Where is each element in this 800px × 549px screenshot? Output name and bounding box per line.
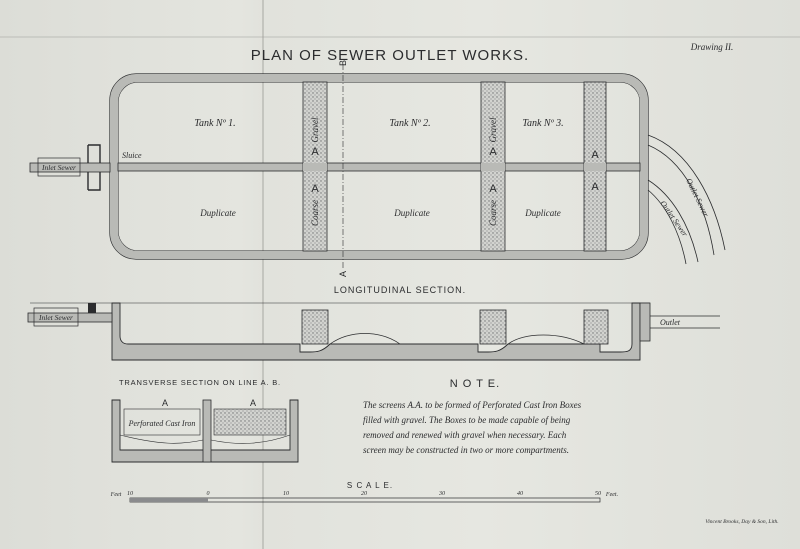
long-section-screen-3 [583,309,609,345]
section-mark-b: B [338,60,348,66]
section-mark-a: A [338,271,348,277]
screen-mark-a-4: A [489,183,497,195]
tank-floor-section [111,302,641,361]
sluice-chamber [87,144,101,191]
gravel-label-1: Gravel [310,117,320,142]
plan-view: Gravel Coarse Gravel Coarse A A A A A A … [29,60,726,277]
long-section-screen-1 [301,309,329,345]
long-section-inlet-label-box [33,307,79,327]
transverse-mark-a-1: A [162,398,168,408]
drawing-number: Drawing II. [690,42,734,52]
scale-tick-label: 30 [438,491,445,497]
outlet-sewer-label-1: Outlet Sewer [684,177,711,219]
inlet-sewer-label-box [37,157,81,177]
outlet-sewer-2 [647,179,699,265]
note-heading: N O T E. [450,378,500,390]
perforated-box-right [213,408,287,436]
scale-tick-label: 0 [207,491,210,497]
longitudinal-section: Inlet Sewer Outlet [27,302,720,361]
outlet-label: Outlet [660,318,681,327]
long-section-outlet-chamber [639,302,651,342]
note-line-2: filled with gravel. The Boxes to be made… [363,415,571,425]
screen-wall-cross-3 [584,163,606,171]
scale-tick-label: 40 [517,490,523,497]
scale-tick-label: 10 [127,491,133,497]
screen-wall-cross-1 [303,163,327,171]
coarse-label-1: Coarse [310,200,320,226]
duplicate-label-3: Duplicate [524,208,561,218]
note-line-1: The screens A.A. to be formed of Perfora… [363,400,582,410]
outlet-sewer-1 [647,134,726,256]
scale-heading: S C A L E. [347,481,393,490]
scale-unit-right: Feet. [605,492,618,498]
long-section-inlet [27,312,113,323]
tank-1-label: Tank Nº 1. [194,118,235,129]
inlet-sewer-pipe [29,162,111,173]
transverse-centre-wall [202,399,212,463]
screen-mark-a-5: A [591,149,599,161]
screen-mark-a-2: A [311,183,319,195]
sluice-label: Sluice [122,151,142,160]
long-section-sluice [88,303,96,313]
scale-tick-label: 20 [361,491,367,497]
plan-central-wall [117,162,641,172]
transverse-heading: TRANSVERSE SECTION ON LINE A. B. [119,378,281,387]
longitudinal-heading: LONGITUDINAL SECTION. [334,285,466,295]
scale-unit-left: Feet [110,492,122,498]
tank-floor-curves [329,333,585,345]
screen-wall-cross-2 [481,163,505,171]
perforated-cast-iron-label: Perforated Cast Iron [128,419,196,428]
scale-tick-label: 50 [595,491,601,497]
duplicate-label-1: Duplicate [199,208,236,218]
gravel-label-2: Gravel [488,117,498,142]
long-section-screen-2 [479,309,507,345]
long-section-inlet-label: Inlet Sewer [38,313,73,322]
note-line-4: screen may be constructed in two or more… [363,445,569,455]
note-line-3: removed and renewed with gravel when nec… [363,430,567,440]
transverse-floor-curves [119,434,291,444]
scale-bar: Feet Feet. 10 0 10 20 30 40 50 [110,490,618,503]
scale-bar-subdivided [130,498,208,502]
drawing-title: PLAN OF SEWER OUTLET WORKS. [251,47,529,64]
coarse-label-2: Coarse [488,200,498,226]
tank-2-label: Tank Nº 2. [389,118,430,129]
transverse-mark-a-2: A [250,398,256,408]
lithographer-imprint: Vincent Brooks, Day & Son, Lith. [705,519,778,525]
screen-mark-a-1: A [311,146,319,158]
screen-mark-a-3: A [489,146,497,158]
inlet-sewer-label: Inlet Sewer [41,163,76,172]
transverse-walls [111,399,299,463]
screen-mark-a-6: A [591,181,599,193]
perforated-box-left [123,408,201,436]
transverse-section: Perforated Cast Iron A A [111,398,299,463]
duplicate-label-2: Duplicate [393,208,430,218]
tank-3-label: Tank Nº 3. [522,118,563,129]
scale-tick-label: 10 [283,491,289,497]
